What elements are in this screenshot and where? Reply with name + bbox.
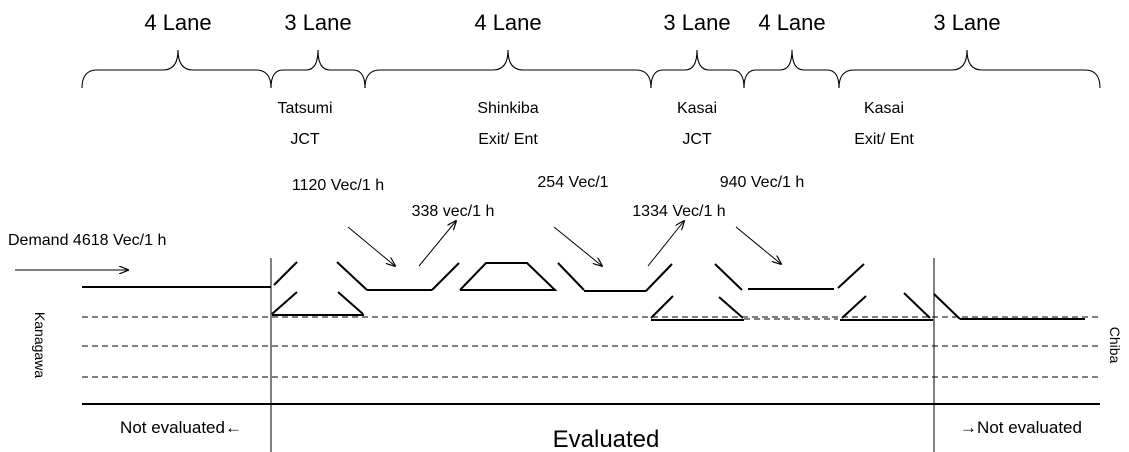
shinkiba-island bbox=[459, 262, 558, 291]
junction-tatsumi-name: Tatsumi bbox=[277, 100, 332, 117]
section-brace-4 bbox=[650, 49, 745, 89]
kasai-exit-ramp-lower bbox=[841, 295, 867, 319]
section-brace-2 bbox=[270, 49, 366, 89]
section-label-2: 3 Lane bbox=[284, 10, 351, 35]
junction-kasai-exit-type: Exit/ Ent bbox=[854, 131, 914, 148]
flow-shinkiba-out: 1334 Vec/1 h bbox=[632, 203, 725, 220]
label-evaluated: Evaluated bbox=[553, 426, 660, 452]
section-label-4: 3 Lane bbox=[663, 10, 730, 35]
chiba-ramp bbox=[933, 293, 961, 320]
kasai-ramp-lower-right bbox=[718, 296, 744, 319]
tatsumi-merge-arrow bbox=[347, 226, 395, 266]
flow-shinkiba-in: 254 Vec/1 bbox=[537, 174, 608, 191]
kasai-merge-arrow bbox=[735, 226, 781, 264]
tatsumi-diverge-arrow bbox=[418, 221, 456, 267]
section-label-6: 3 Lane bbox=[933, 10, 1000, 35]
kasai-exit-ramp-upper bbox=[837, 263, 865, 289]
tatsumi-ramp-lower-left bbox=[271, 291, 298, 315]
shinkiba-merge-arrow bbox=[553, 226, 602, 266]
kasai-ramp-upper-right bbox=[714, 263, 743, 291]
kasai-ramp-lower-left bbox=[650, 295, 674, 319]
flow-demand: Demand 4618 Vec/1 h bbox=[8, 232, 166, 249]
junction-tatsumi-type: JCT bbox=[290, 131, 320, 148]
end-label-east: Chiba bbox=[1107, 327, 1123, 364]
junction-kasai-name: Kasai bbox=[677, 100, 717, 117]
kasai-diverge-arrow bbox=[647, 221, 684, 267]
junction-kasai-type: JCT bbox=[682, 131, 712, 148]
junction-shinkiba-name: Shinkiba bbox=[477, 100, 538, 117]
section-brace-6 bbox=[838, 49, 1101, 89]
tatsumi-ramp-lower-right bbox=[337, 291, 364, 315]
label-not-evaluated-right: →Not evaluated bbox=[960, 418, 1082, 437]
tatsumi-ramp-upper-left bbox=[273, 261, 298, 286]
label-not-evaluated-left: Not evaluated← bbox=[120, 418, 242, 437]
section-brace-3 bbox=[364, 49, 652, 89]
section-brace-5 bbox=[743, 49, 840, 89]
kasai-ramp-upper-left bbox=[645, 263, 673, 292]
flow-tatsumi-out: 338 vec/1 h bbox=[412, 203, 495, 220]
flow-tatsumi-in: 1120 Vec/1 h bbox=[292, 177, 384, 194]
section-label-5: 4 Lane bbox=[758, 10, 825, 35]
shinkiba-ramp-right bbox=[557, 262, 585, 291]
tatsumi-ramp-upper-right bbox=[336, 261, 368, 291]
junction-shinkiba-type: Exit/ Ent bbox=[478, 131, 538, 148]
shinkiba-ramp-left bbox=[431, 262, 460, 291]
section-label-3: 4 Lane bbox=[474, 10, 541, 35]
section-brace-1 bbox=[81, 49, 272, 89]
kasai-exit-ramp-right bbox=[903, 292, 931, 319]
junction-kasai-exit-name: Kasai bbox=[864, 100, 904, 117]
end-label-west: Kanagawa bbox=[32, 312, 48, 378]
section-label-1: 4 Lane bbox=[144, 10, 211, 35]
flow-kasai-in: 940 Vec/1 h bbox=[720, 174, 805, 191]
